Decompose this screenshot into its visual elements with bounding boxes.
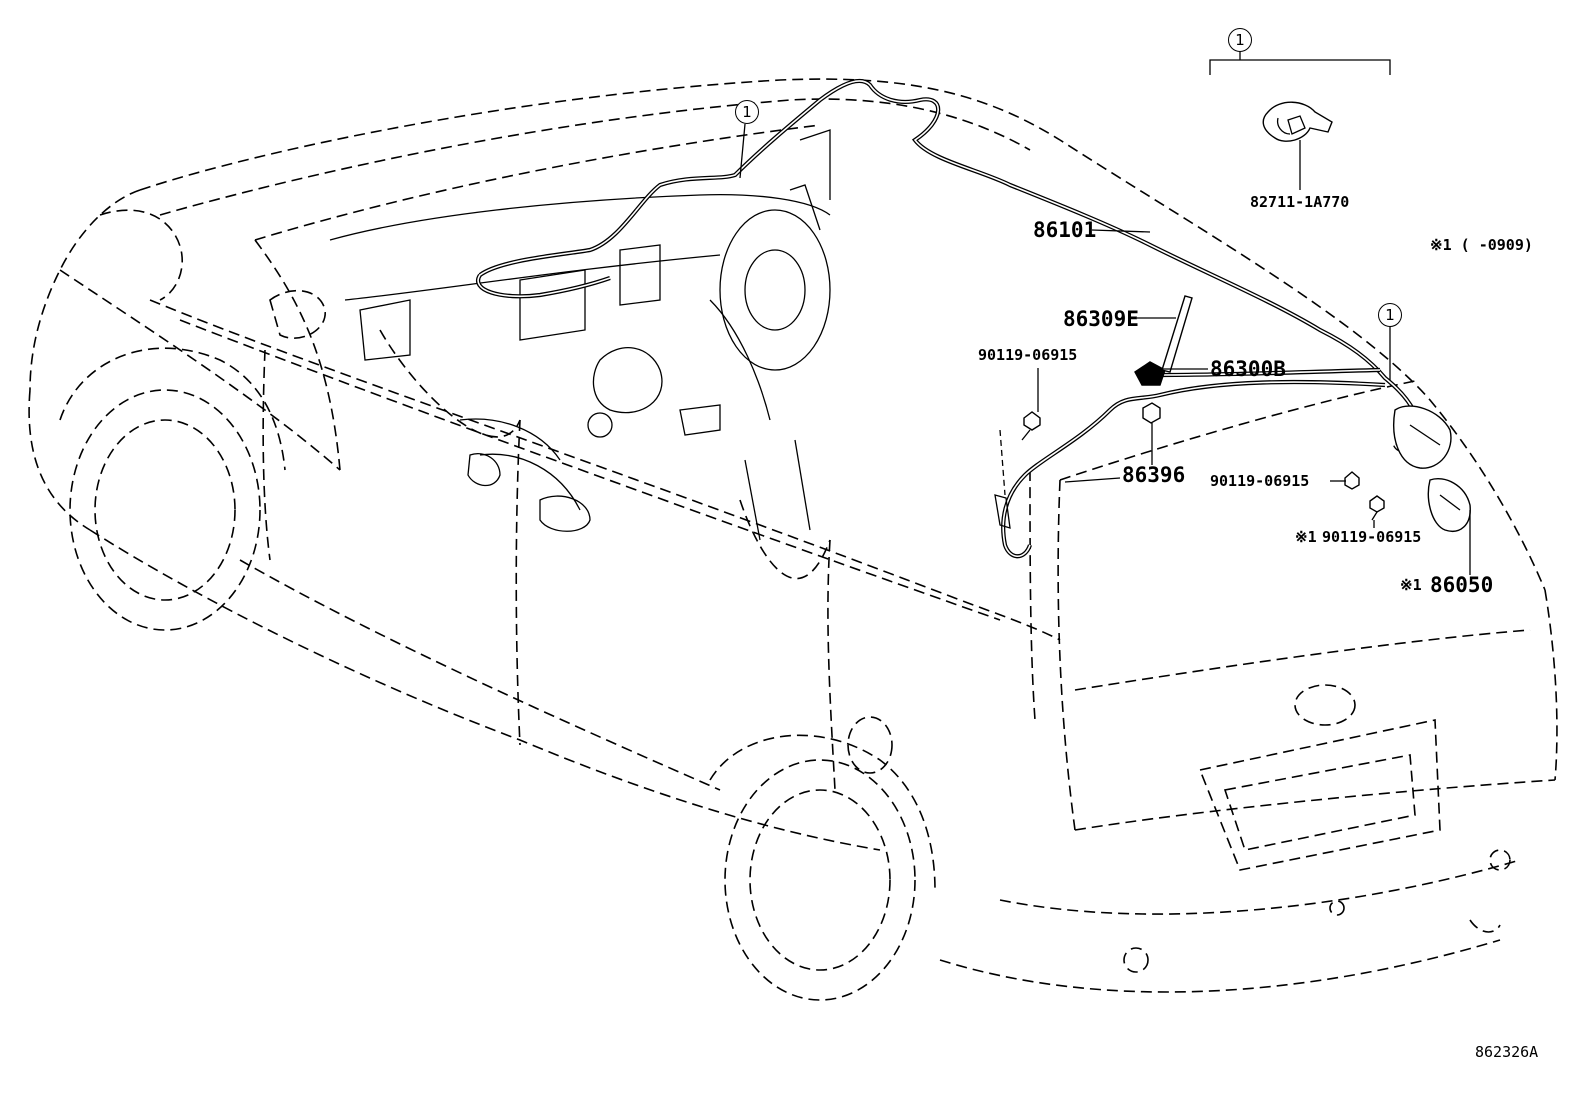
vehicle-interior	[329, 129, 831, 541]
antenna-base-86300B	[1134, 361, 1166, 386]
group-bracket	[1209, 59, 1391, 75]
part-label-bolt-lower: 90119-06915	[1322, 528, 1422, 546]
amplifier-86050	[1393, 405, 1471, 532]
bolt-90119-06915-left	[1021, 411, 1041, 441]
leader-lines	[739, 123, 1471, 575]
range-note: ※1 ( -0909)	[1430, 236, 1533, 254]
callout-circle-roof: 1	[735, 100, 759, 124]
part-label-86300B: 86300B	[1210, 357, 1286, 381]
bolt-90119-06915-right	[1344, 471, 1360, 490]
bolt-90119-06915-lower	[1369, 495, 1385, 521]
antenna-cord-86300B	[1001, 367, 1386, 559]
part-label-86101: 86101	[1033, 218, 1097, 242]
cord-bracket	[994, 494, 1011, 529]
note-mark-bolt-lower: ※1	[1295, 528, 1317, 546]
part-label-bolt-right: 90119-06915	[1210, 472, 1310, 490]
part-label-86050: 86050	[1430, 573, 1494, 597]
part-label-86309E: 86309E	[1063, 307, 1139, 331]
callout-circle-rear: 1	[1378, 303, 1402, 327]
part-label-86396: 86396	[1122, 463, 1186, 487]
part-label-bolt-left: 90119-06915	[978, 346, 1078, 364]
antenna-pad-86396	[1142, 402, 1161, 424]
antenna-cord-86101	[476, 78, 1423, 453]
wire-clamp-82711-1A770	[1262, 101, 1333, 142]
figure-code: 862326A	[1475, 1043, 1539, 1061]
antenna-pole-86309E	[1161, 295, 1193, 373]
part-label-82711-1A770: 82711-1A770	[1250, 193, 1350, 211]
callout-circle-top: 1	[1228, 28, 1252, 52]
note-mark-86050: ※1	[1400, 576, 1422, 594]
vehicle-body-outline	[28, 78, 1558, 1001]
